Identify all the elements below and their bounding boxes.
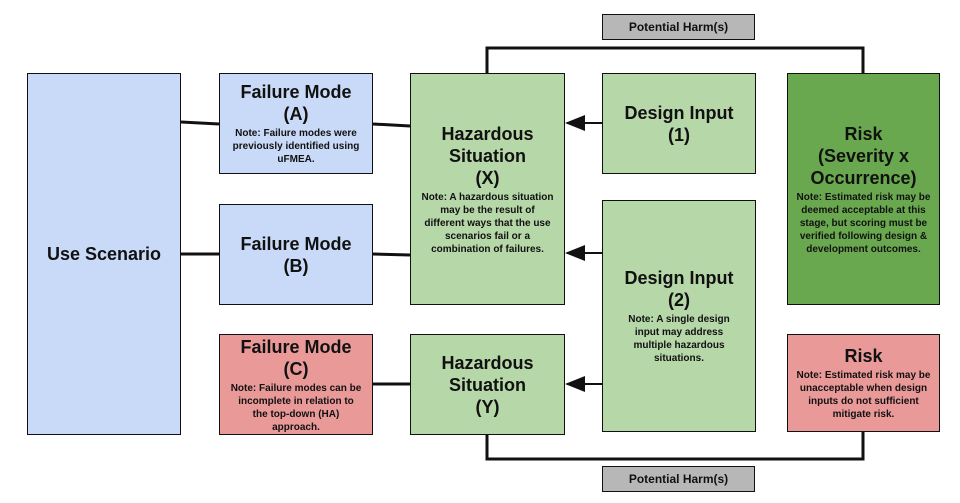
potential-harm-bottom-label: Potential Harm(s) [628, 472, 729, 486]
design-input-2-id: (2) [668, 290, 690, 310]
potential-harm-top-label: Potential Harm(s) [628, 20, 729, 34]
design-input-1-id: (1) [668, 124, 690, 145]
risk-unacceptable-note: Note: Estimated risk may be unacceptable… [796, 370, 931, 420]
connector-fmb-hsx [372, 252, 411, 257]
risk-acceptable-title: Risk [844, 123, 883, 144]
design-input-2-title: Design Input [624, 268, 734, 288]
design-input-1-node: Design Input (1) [602, 73, 756, 174]
failure-mode-a-node: Failure Mode (A) Note: Failure modes wer… [219, 73, 373, 174]
hazardous-situation-x-title2: Situation [449, 145, 526, 166]
hazardous-situation-x-note: Note: A hazardous situation may be the r… [421, 191, 554, 255]
risk-acceptable-note: Note: Estimated risk may be deemed accep… [796, 191, 931, 255]
hazardous-situation-x-node: Hazardous Situation (X) Note: A hazardou… [410, 73, 565, 305]
risk-acceptable-title3: Occurrence) [810, 167, 917, 188]
failure-mode-b-title: Failure Mode [240, 233, 352, 254]
potential-harm-bottom: Potential Harm(s) [602, 466, 755, 492]
hazardous-situation-y-title: Hazardous [441, 352, 534, 373]
risk-unacceptable-node: Risk Note: Estimated risk may be unaccep… [787, 334, 940, 432]
use-scenario-title: Use Scenario [46, 244, 162, 264]
failure-mode-c-note: Note: Failure modes can be incomplete in… [230, 382, 362, 433]
design-input-1-title: Design Input [624, 102, 734, 123]
harm-bracket-bottom [485, 431, 865, 461]
hazardous-situation-x-title: Hazardous [441, 123, 534, 144]
potential-harm-top: Potential Harm(s) [602, 14, 755, 40]
failure-mode-a-title: Failure Mode [240, 82, 352, 102]
risk-acceptable-node: Risk (Severity x Occurrence) Note: Estim… [787, 73, 940, 305]
risk-unacceptable-title: Risk [844, 346, 883, 366]
failure-mode-b-id: (B) [283, 255, 309, 276]
harm-bracket-top [485, 46, 865, 73]
failure-mode-b-node: Failure Mode (B) [219, 204, 373, 305]
design-input-2-note: Note: A single design input may address … [628, 314, 730, 364]
failure-mode-c-node: Failure Mode (C) Note: Failure modes can… [219, 334, 373, 435]
connector-us-fma [180, 120, 220, 126]
hazardous-situation-y-node: Hazardous Situation (Y) [410, 334, 565, 435]
use-scenario-node: Use Scenario [27, 73, 181, 435]
failure-mode-a-note: Note: Failure modes were previously iden… [232, 128, 360, 165]
hazardous-situation-y-title2: Situation [449, 374, 526, 395]
design-input-2-node: Design Input (2) Note: A single design i… [602, 200, 756, 432]
hazardous-situation-x-id: (X) [475, 167, 500, 188]
connector-fma-hsx [372, 122, 411, 128]
hazardous-situation-y-id: (Y) [475, 396, 500, 417]
failure-mode-c-title: Failure Mode [240, 336, 352, 357]
risk-acceptable-title2: (Severity x [817, 145, 910, 166]
failure-mode-a-id: (A) [283, 104, 309, 124]
failure-mode-c-id: (C) [283, 358, 309, 379]
